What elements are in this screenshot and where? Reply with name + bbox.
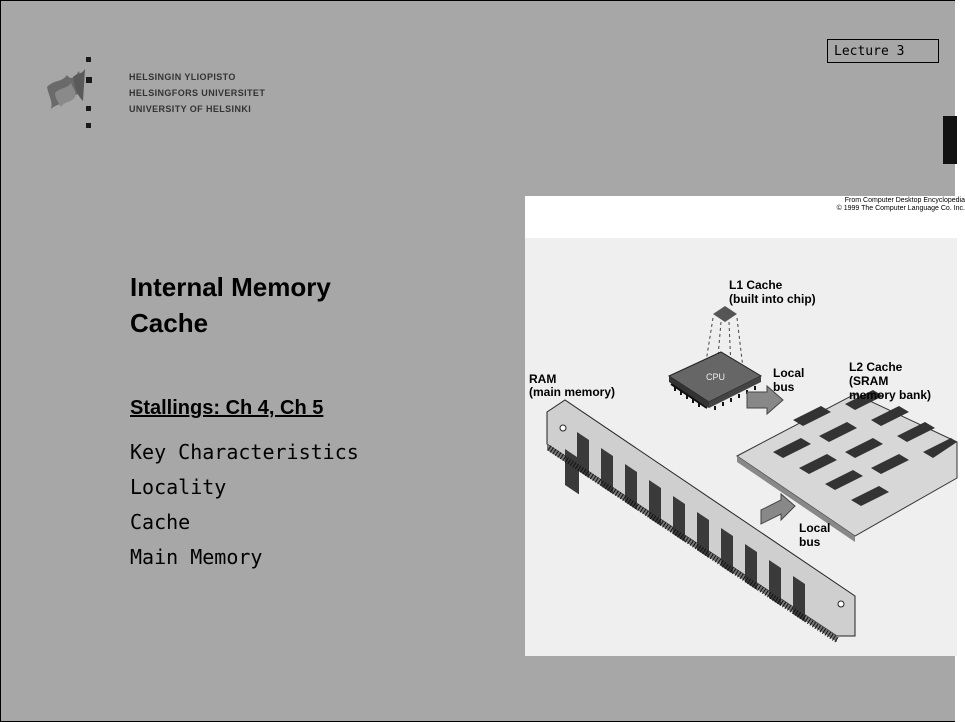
university-name-finnish: HELSINGIN YLIOPISTO	[129, 72, 236, 82]
local-bus-bottom-sublabel: bus	[799, 535, 821, 549]
l2-cache-sublabel-2: memory bank)	[849, 388, 931, 402]
local-bus-top-sublabel: bus	[773, 380, 795, 394]
local-bus-arrow-bottom-icon	[760, 492, 796, 525]
l2-cache-label: L2 Cache	[849, 360, 903, 374]
university-logo-icon	[47, 57, 92, 128]
local-bus-top-label: Local	[773, 366, 804, 380]
ram-sublabel: (main memory)	[529, 385, 615, 399]
list-item: Cache	[130, 510, 191, 534]
l2-cache-sublabel-1: (SRAM	[849, 374, 888, 388]
figure-credit: From Computer Desktop Encyclopedia © 199…	[837, 197, 965, 213]
cpu-chip-icon	[667, 351, 763, 410]
ram-module-icon	[546, 399, 856, 643]
figure-credit-line-2: © 1999 The Computer Language Co. Inc.	[836, 205, 965, 212]
l1-cache-label: L1 Cache	[729, 278, 783, 292]
l1-cache-chip-icon	[713, 306, 737, 322]
slide-title-line-1: Internal Memory	[130, 272, 331, 302]
university-name-english: UNIVERSITY OF HELSINKI	[129, 104, 252, 114]
slide-title-line-2: Cache	[130, 308, 209, 338]
lecture-label: Lecture 3	[827, 39, 939, 63]
decorative-block	[943, 116, 957, 164]
reference-subtitle: Stallings: Ch 4, Ch 5	[130, 397, 324, 419]
list-item: Main Memory	[130, 545, 263, 569]
university-name-swedish: HELSINGFORS UNIVERSITET	[129, 88, 266, 98]
list-item: Key Characteristics	[130, 440, 359, 464]
local-bus-arrow-top-icon	[746, 384, 784, 416]
local-bus-bottom-label: Local	[799, 521, 830, 535]
memory-diagram: CPU	[529, 278, 958, 643]
cpu-label: CPU	[706, 372, 725, 382]
memory-hierarchy-figure: From Computer Desktop Encyclopedia © 199…	[525, 196, 965, 656]
l2-cache-board-icon	[736, 390, 958, 542]
l1-cache-sublabel: (built into chip)	[729, 292, 816, 306]
topic-list: Key Characteristics Locality Cache Main …	[130, 435, 359, 575]
list-item: Locality	[130, 475, 227, 499]
university-name: HELSINGIN YLIOPISTO HELSINGFORS UNIVERSI…	[129, 69, 265, 117]
ram-label: RAM	[529, 372, 556, 386]
figure-credit-line-1: From Computer Desktop Encyclopedia	[844, 197, 965, 204]
slide-title: Internal Memory Cache	[130, 269, 331, 341]
